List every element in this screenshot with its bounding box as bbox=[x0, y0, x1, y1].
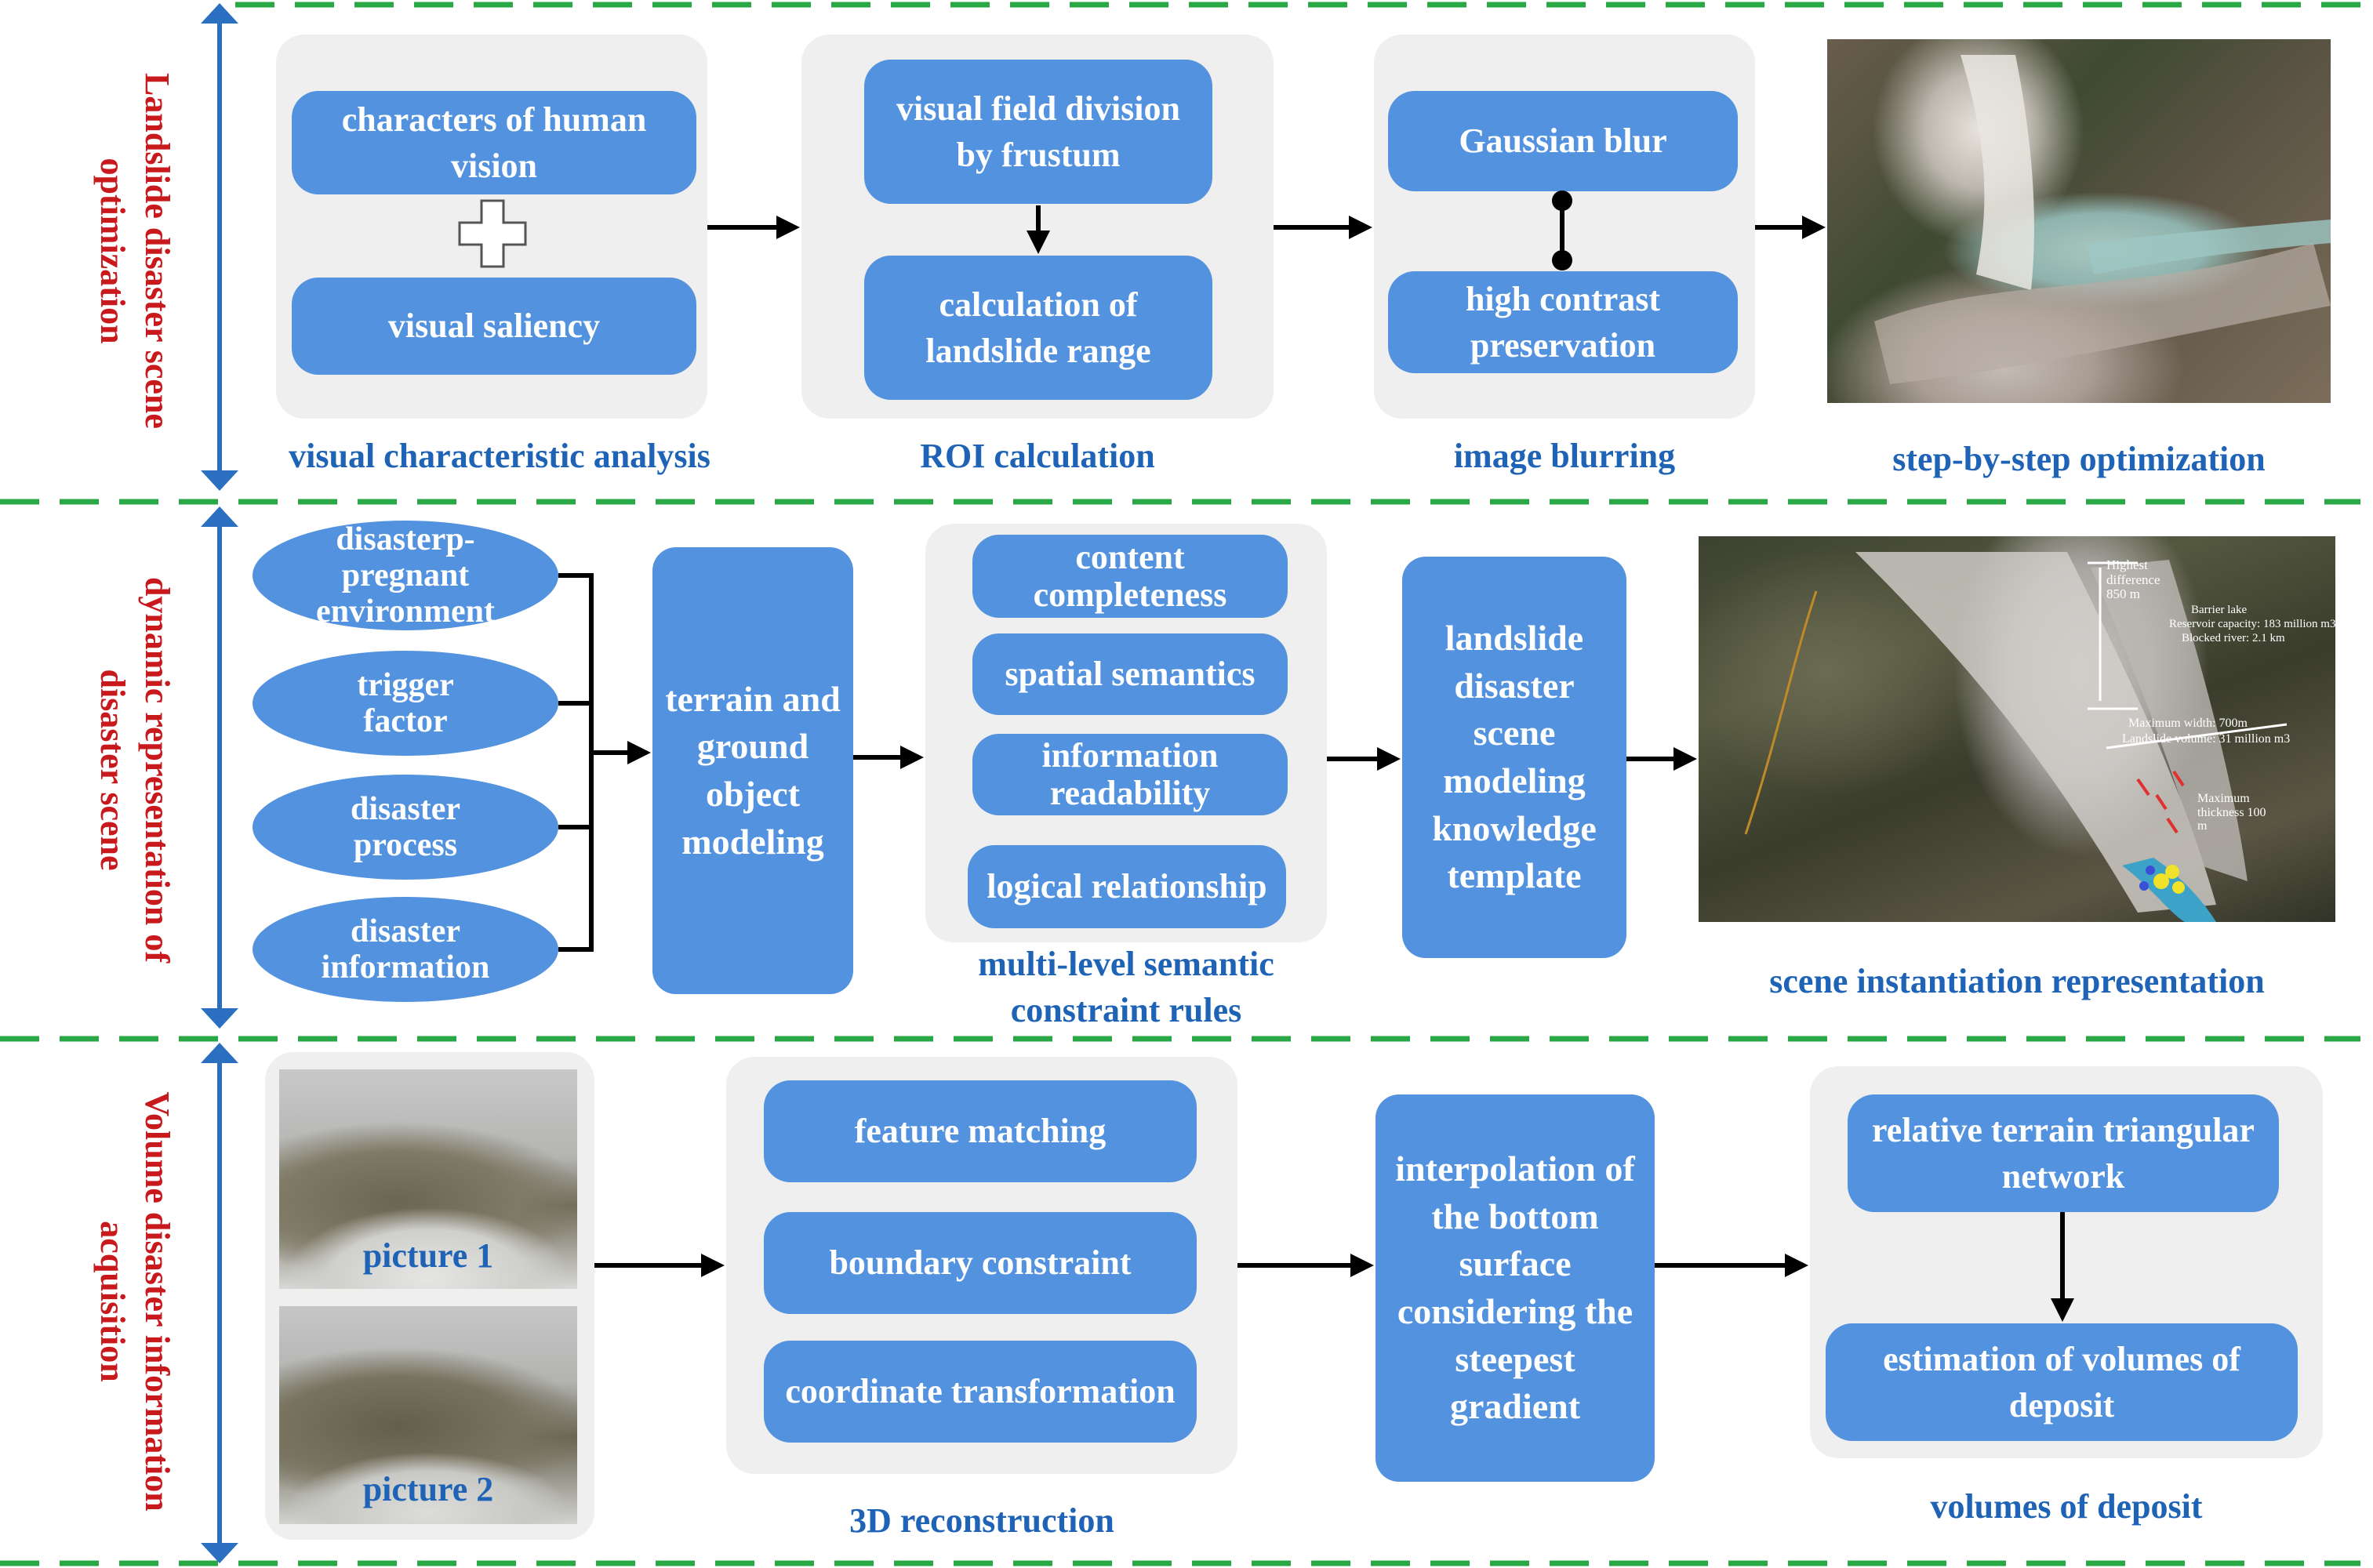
annotation-barrier-lake: Barrier lake bbox=[2191, 604, 2248, 616]
axis-arrow-down-1 bbox=[201, 470, 238, 491]
box-terrain-and-ground-object-modeling: terrain and ground object modeling bbox=[652, 547, 853, 994]
annotation-reservoir-capacity: Reservoir capacity: 183 million m3 bbox=[2169, 618, 2335, 630]
box-logical-relationship: logical relationship bbox=[968, 845, 1286, 928]
caption-scene-instantiation-representation: scene instantiation representation bbox=[1769, 962, 2265, 1000]
box-information-readability: information readability bbox=[972, 734, 1288, 815]
box-visual-field-division: visual field division by frustum bbox=[864, 60, 1212, 204]
annotation-highest-difference: Highest difference 850 m bbox=[2106, 557, 2160, 602]
caption-volumes-of-deposit: volumes of deposit bbox=[1930, 1487, 2203, 1526]
box-gaussian-blur: Gaussian blur bbox=[1388, 91, 1738, 191]
scene-instantiation-image: Highest difference 850 m Barrier lake Re… bbox=[1699, 536, 2335, 922]
annotation-blocked-river: Blocked river: 2.1 km bbox=[2182, 632, 2285, 644]
box-relative-terrain-triangular-network: relative terrain triangular network bbox=[1848, 1094, 2279, 1212]
caption-3d-reconstruction: 3D reconstruction bbox=[849, 1501, 1114, 1540]
box-high-contrast-preservation: high contrast preservation bbox=[1388, 271, 1738, 373]
ellipse-disaster-pregnant-environment: disasterp-pregnant environment bbox=[253, 521, 558, 630]
caption-visual-characteristic-analysis: visual characteristic analysis bbox=[289, 437, 710, 475]
caption-roi-calculation: ROI calculation bbox=[920, 437, 1155, 475]
caption-multi-level-semantic-constraint-rules: multi-level semantic constraint rules bbox=[978, 945, 1274, 1030]
box-boundary-constraint: boundary constraint bbox=[764, 1212, 1197, 1314]
box-interpolation-of-bottom-surface: interpolation of the bottom surface cons… bbox=[1375, 1094, 1655, 1482]
ellipse-disaster-process: disaster process bbox=[253, 775, 558, 880]
axis-arrow-down-3 bbox=[201, 1543, 238, 1563]
box-feature-matching: feature matching bbox=[764, 1080, 1197, 1182]
box-coordinate-transformation: coordinate transformation bbox=[764, 1341, 1197, 1443]
photo-picture-1: picture 1 bbox=[279, 1069, 577, 1289]
annotation-maximum-thickness: Maximum thickness 100 m bbox=[2197, 792, 2266, 833]
plus-icon bbox=[458, 199, 527, 268]
optimized-scene-texture bbox=[1874, 55, 2331, 384]
axis-arrow-down-2 bbox=[201, 1008, 238, 1029]
annotation-landslide-volume: Landslide volume: 31 million m3 bbox=[2122, 732, 2291, 746]
link-dot-bottom bbox=[1552, 250, 1572, 270]
photo-picture-2: picture 2 bbox=[279, 1306, 577, 1524]
box-knowledge-template: landslide disaster scene modeling knowle… bbox=[1402, 557, 1626, 958]
box-spatial-semantics: spatial semantics bbox=[972, 633, 1288, 715]
caption-step-by-step-optimization: step-by-step optimization bbox=[1892, 440, 2266, 478]
link-dot-top bbox=[1552, 191, 1572, 211]
annotation-maximum-width: Maximum width: 700m bbox=[2128, 717, 2248, 730]
axis-arrow-up-2 bbox=[201, 506, 238, 527]
box-characters-of-human-vision: characters of human vision bbox=[292, 91, 696, 194]
ellipse-trigger-factor: trigger factor bbox=[253, 651, 558, 756]
caption-image-blurring: image blurring bbox=[1453, 437, 1676, 475]
scene-annotation-layer bbox=[1744, 552, 2288, 922]
box-estimation-of-volumes-of-deposit: estimation of volumes of deposit bbox=[1826, 1323, 2298, 1441]
box-calculation-of-landslide-range: calculation of landslide range bbox=[864, 256, 1212, 400]
ellipse-disaster-information: disaster information bbox=[253, 897, 558, 1002]
box-content-completeness: content completeness bbox=[972, 535, 1288, 618]
picture-2-label: picture 2 bbox=[362, 1470, 494, 1508]
box-visual-saliency: visual saliency bbox=[292, 278, 696, 375]
optimized-scene-image bbox=[1827, 39, 2331, 403]
picture-1-label: picture 1 bbox=[362, 1236, 494, 1275]
axis-arrow-up-1 bbox=[201, 3, 238, 24]
axis-arrow-up-3 bbox=[201, 1043, 238, 1063]
